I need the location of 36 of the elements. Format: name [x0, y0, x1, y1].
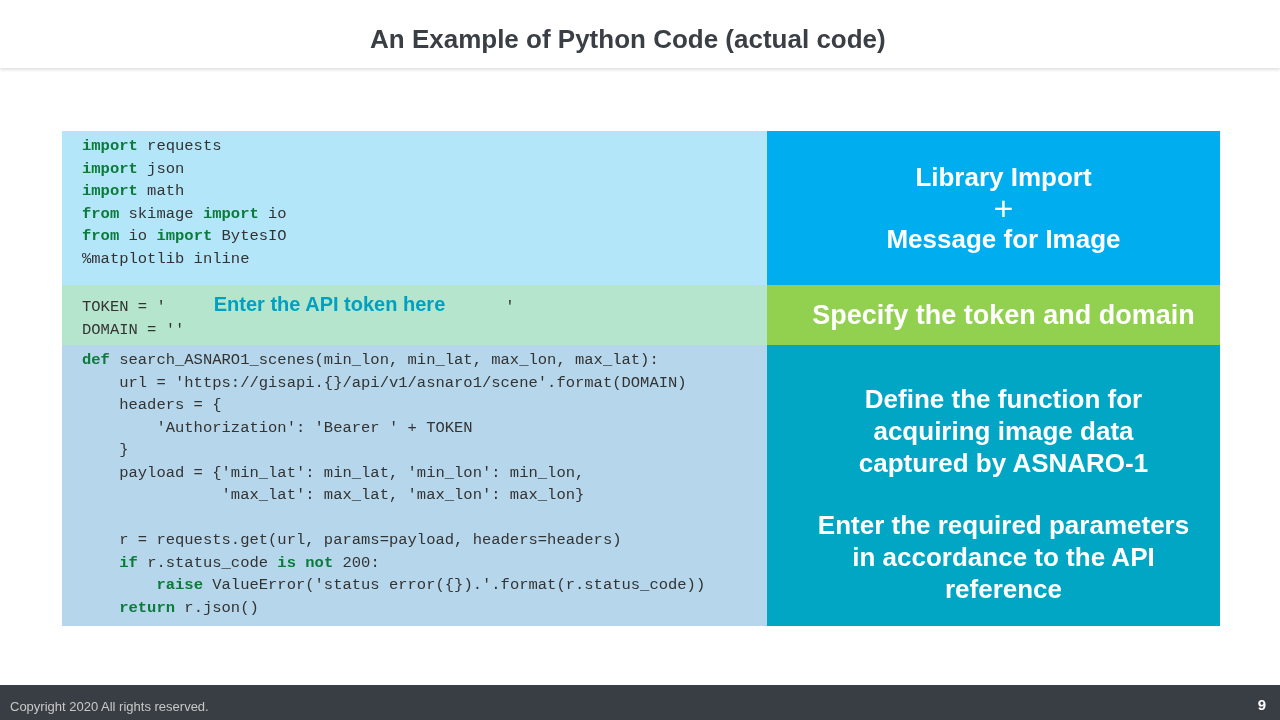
- code-line: import json: [82, 158, 186, 180]
- code-panel: [62, 345, 767, 626]
- code-line: from io import BytesIO: [82, 226, 288, 247]
- code-line: %matplotlib inline: [82, 248, 251, 270]
- code-line: }: [118, 440, 130, 461]
- slide-title: An Example of Python Code (actual code): [370, 23, 886, 56]
- panel-text: +: [993, 193, 1014, 223]
- description-panel: [767, 131, 1220, 285]
- code-line: TOKEN = ': [82, 297, 166, 318]
- placeholder-text: Enter the API token here: [213, 292, 446, 317]
- code-line: url = 'https://gisapi.{}/api/v1/asnaro1/scene'.format(DOMAIN): [118, 372, 688, 394]
- code-line: payload = {'min_lat': min_lat, 'min_lon': min_lon,: [118, 462, 586, 484]
- code-line: import math: [82, 181, 186, 202]
- panel-text: Enter the required parameters in accordance to the API reference: [817, 508, 1190, 605]
- code-line: if r.status_code is not 200:: [118, 552, 381, 574]
- code-line: raise ValueError('status error({}).'.format(r.status_code)): [155, 575, 707, 596]
- code-line: DOMAIN = '': [82, 320, 186, 341]
- code-line: return r.json(): [118, 597, 260, 619]
- code-line: 'max_lat': max_lat, 'max_lon': max_lon}: [220, 485, 586, 506]
- panel-text: Message for Image: [886, 223, 1121, 255]
- panel-text: Define the function for acquiring image data captured by ASNARO-1: [857, 382, 1150, 479]
- code-line: headers = {: [118, 395, 223, 416]
- panel-text: Library Import: [915, 161, 1092, 193]
- description-panel: [767, 345, 1220, 626]
- code-line: def search_ASNARO1_scenes(min_lon, min_lat, max_lon, max_lat):: [82, 350, 660, 371]
- code-panel: [62, 285, 767, 345]
- panel-text: Specify the token and domain: [812, 299, 1195, 331]
- code-line: ': [505, 297, 515, 318]
- copyright-text: Copyright 2020 All rights reserved.: [10, 698, 209, 716]
- code-line: from skimage import io: [82, 203, 288, 225]
- description-panel: [767, 285, 1220, 345]
- code-panel: [62, 131, 767, 285]
- code-line: import requests: [82, 136, 223, 157]
- code-line: 'Authorization': 'Bearer ' + TOKEN: [155, 417, 474, 439]
- page-number: 9: [1257, 695, 1266, 715]
- code-line: r = requests.get(url, params=payload, headers=headers): [118, 530, 623, 551]
